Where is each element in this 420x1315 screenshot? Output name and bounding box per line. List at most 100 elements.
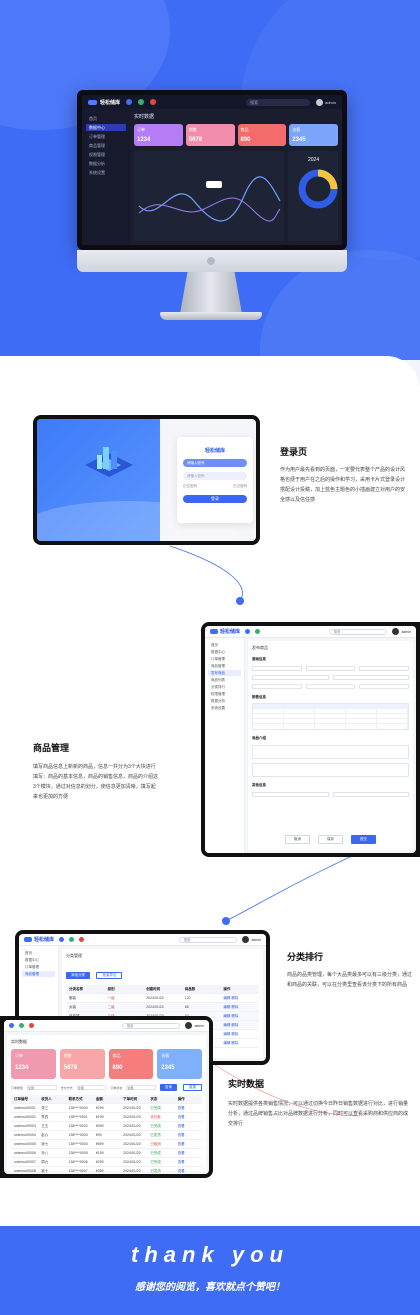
cancel-button[interactable]: 取消 (285, 835, 310, 844)
view-link[interactable]: 查看 (177, 1105, 185, 1110)
export-button[interactable]: 批量导出 (96, 972, 123, 979)
form-field[interactable] (252, 792, 329, 797)
username-input[interactable]: 请输入账号 (183, 459, 247, 467)
dashboard-user[interactable]: admin (316, 98, 336, 106)
sidebar-item[interactable]: 商品列表 (211, 678, 225, 682)
password-input[interactable]: 请输入密码 (183, 472, 247, 480)
sidebar-item[interactable]: 数据分析 (211, 699, 225, 703)
reset-button[interactable]: 重置 (183, 1084, 203, 1091)
sidebar-item[interactable]: 首页 (89, 116, 97, 121)
view-link[interactable]: 查看 (177, 1114, 185, 1119)
form-field[interactable] (305, 684, 356, 689)
category-title: 分类排行 (287, 952, 324, 962)
sidebar-item[interactable]: 订单管理 (25, 965, 39, 969)
remember-checkbox[interactable]: 记住密码 (183, 484, 197, 488)
grid-icon[interactable] (126, 99, 133, 105)
chart-icon[interactable] (69, 937, 75, 942)
submit-button[interactable]: 提交 (351, 835, 376, 844)
row-actions[interactable]: 编辑 删除 (223, 995, 239, 1000)
grid-icon[interactable] (9, 1023, 14, 1028)
form-field[interactable] (359, 684, 410, 689)
search-input[interactable]: 搜索 (329, 628, 388, 635)
chart-icon[interactable] (255, 629, 261, 634)
filter-select[interactable]: 全部 (76, 1085, 107, 1090)
view-link[interactable]: 查看 (177, 1132, 185, 1137)
alert-icon[interactable] (79, 937, 85, 942)
sidebar-item[interactable]: 分类排行 (211, 685, 225, 689)
chart-icon[interactable] (138, 99, 145, 105)
search-input[interactable]: 搜索 (179, 936, 238, 943)
forgot-link[interactable]: 忘记密码 (233, 484, 247, 488)
view-link[interactable]: 查看 (177, 1168, 185, 1173)
sidebar-item[interactable]: 首页 (211, 643, 218, 647)
save-button[interactable]: 保存 (318, 835, 343, 844)
row-actions[interactable]: 编辑 删除 (223, 1013, 239, 1018)
sidebar-item[interactable]: 商品管理 (211, 664, 225, 668)
sidebar-item[interactable]: 数据中心 (25, 958, 39, 962)
user-menu[interactable]: admin (392, 628, 411, 635)
grid-icon[interactable] (59, 937, 65, 942)
form-field[interactable] (252, 675, 329, 680)
sidebar-item[interactable]: 数据中心 (211, 650, 225, 654)
form-field[interactable] (252, 666, 302, 671)
login-button[interactable]: 登录 (183, 495, 247, 503)
view-link[interactable]: 查看 (177, 1150, 185, 1155)
dashboard-logo[interactable]: 轻松储库 (88, 99, 120, 106)
grid-icon[interactable] (245, 629, 251, 634)
description-editor[interactable] (252, 745, 409, 759)
sidebar-item[interactable]: 系统设置 (211, 706, 225, 710)
user-menu[interactable]: admin (242, 936, 261, 943)
row-actions[interactable]: 编辑 删除 (223, 1022, 239, 1027)
user-menu[interactable]: admin (185, 1022, 204, 1029)
row-actions[interactable]: 编辑 删除 (223, 1031, 239, 1036)
add-category-button[interactable]: 添加分类 (66, 972, 90, 979)
sidebar-item[interactable]: 权限管理 (211, 692, 225, 696)
table-header-cell: 商品数 (184, 986, 196, 991)
chart-icon[interactable] (19, 1023, 24, 1028)
filter-select[interactable]: 全部 (126, 1085, 157, 1090)
sidebar-item[interactable]: 商品管理 (89, 143, 105, 148)
app-logo[interactable]: 轻松储库 (24, 936, 54, 943)
filter-select[interactable]: 全部 (27, 1085, 57, 1090)
sidebar-item[interactable]: 订单管理 (89, 134, 105, 139)
row-actions[interactable]: 编辑 删除 (223, 1004, 239, 1009)
row-actions[interactable]: 编辑 删除 (223, 1040, 239, 1045)
view-link[interactable]: 查看 (177, 1123, 185, 1128)
form-field[interactable] (332, 675, 409, 680)
sidebar-item[interactable]: 订单管理 (211, 657, 225, 661)
form-field[interactable] (332, 792, 409, 797)
form-field[interactable] (252, 684, 302, 689)
view-link[interactable]: 查看 (177, 1159, 185, 1164)
order-id: orderno00003 (14, 1124, 36, 1128)
sidebar-item[interactable]: 数据中心 (86, 124, 126, 131)
sidebar-item[interactable]: 商品管理 (22, 971, 55, 977)
sidebar-item[interactable]: 数据分析 (89, 161, 105, 166)
sidebar-item[interactable]: 系统设置 (89, 170, 105, 175)
dashboard-search[interactable]: 搜索 (246, 98, 311, 106)
view-link[interactable]: 查看 (177, 1141, 185, 1146)
app-logo[interactable]: 轻松储库 (210, 628, 240, 635)
form-field[interactable] (359, 666, 410, 671)
sidebar-item[interactable]: 发布商品 (208, 670, 241, 676)
alert-icon[interactable] (150, 99, 157, 105)
monitor-screen: 轻松储库 搜索 admin 首页数据中心订单管理商品管理权限管理数据分析系统设置… (77, 90, 347, 250)
query-button[interactable]: 查询 (160, 1084, 178, 1091)
sidebar-item[interactable]: 权限管理 (89, 152, 105, 157)
image-upload[interactable] (252, 763, 409, 777)
form-field[interactable] (305, 666, 356, 671)
alert-icon[interactable] (29, 1023, 34, 1028)
sidebar-item[interactable]: 首页 (25, 951, 32, 955)
search-input[interactable]: 搜索 (122, 1022, 181, 1029)
